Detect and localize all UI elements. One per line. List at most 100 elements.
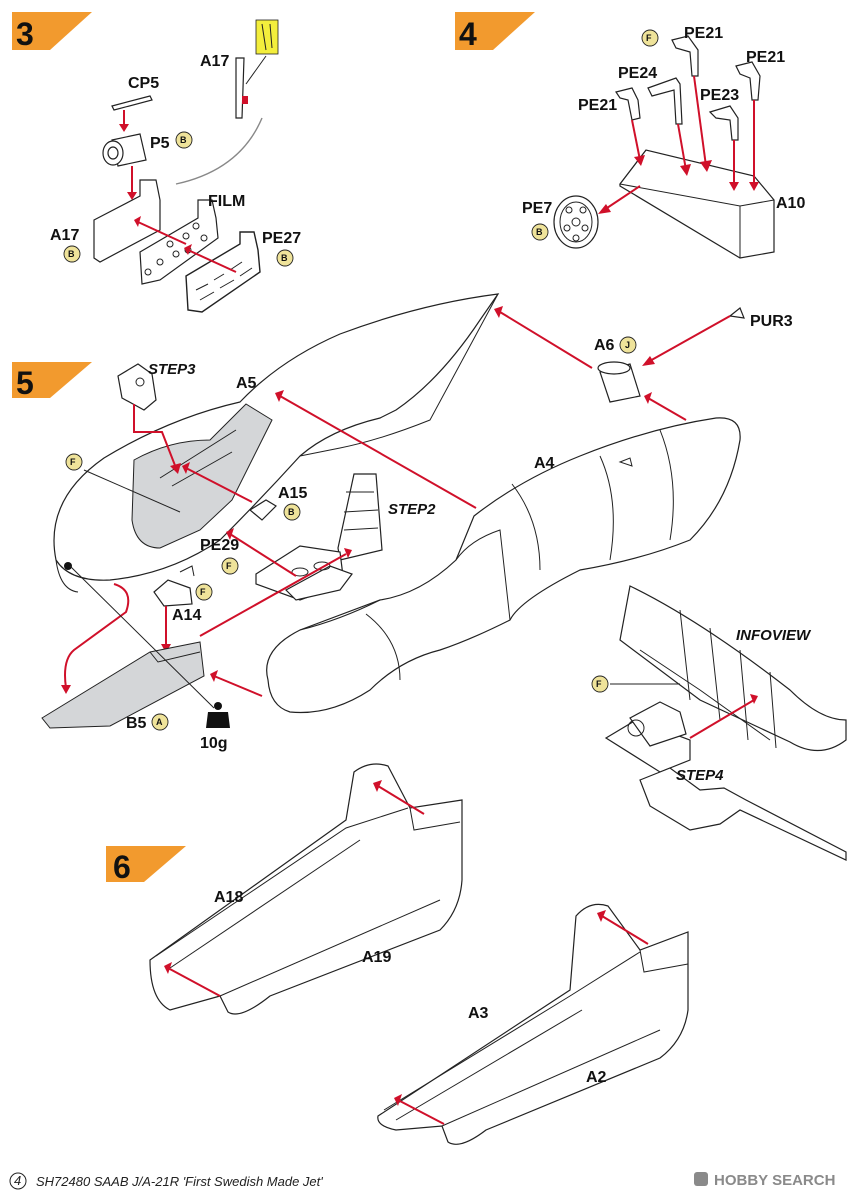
a3-tail-arrow-head (597, 910, 606, 922)
pe24-label: PE24 (618, 65, 657, 82)
page-number: 4 (14, 1173, 21, 1188)
film-arrow (137, 221, 187, 245)
a18-front-arrow-head (164, 962, 172, 974)
a4-arrow-head (210, 670, 218, 682)
weight-icon (206, 702, 230, 728)
step-3-assembly: CP5 P5 B A17 A17 B (50, 19, 301, 313)
step-6-assembly: A18 A19 A3 A2 (149, 763, 689, 1145)
pe21-label-b: PE21 (578, 97, 617, 114)
fuselage-a6-arrow (647, 397, 687, 421)
pe24-arrow (677, 123, 687, 171)
a3-front-arrow-head (394, 1094, 402, 1106)
footer-caption: SH72480 SAAB J/A-21R 'First Swedish Made… (36, 1174, 323, 1189)
pur3-arrow-head (642, 356, 655, 366)
a2-label: A2 (586, 1069, 607, 1086)
b5-floor-part (41, 641, 205, 729)
a4-label: A4 (534, 455, 555, 472)
a10-part (619, 149, 775, 259)
pe21-part-c (735, 61, 761, 101)
a18-a19-part (149, 763, 463, 1015)
cp5-part (111, 95, 153, 111)
svg-text:J: J (625, 340, 630, 350)
pur3-arrow (647, 315, 731, 363)
pe24-part (647, 77, 683, 125)
a17-paint-badge: B (63, 245, 81, 263)
p5-arrow-head (127, 192, 137, 200)
step3-arrow-head (170, 463, 181, 474)
pe29-part (179, 565, 195, 577)
step3-callout-part (117, 363, 157, 411)
pe7-paint-badge: B (531, 223, 549, 241)
a17-label: A17 (50, 227, 79, 244)
svg-text:B: B (180, 135, 187, 145)
step-6-tab-shape (106, 846, 186, 882)
a3-a2-part (377, 903, 689, 1145)
svg-text:F: F (646, 33, 652, 43)
film-arrow-head (134, 216, 141, 227)
a3-tail-arrow (601, 915, 649, 945)
pur3-part (728, 307, 745, 319)
pe21-part-b (615, 87, 641, 121)
svg-text:B: B (536, 227, 543, 237)
a18-tail-arrow (377, 785, 425, 815)
pe24-arrow-head (680, 164, 691, 176)
a18-tail-arrow-head (373, 780, 382, 792)
cockpit-arrow-head (344, 548, 352, 558)
pe7-arrow (603, 185, 641, 211)
a4-fuselage-half (266, 417, 741, 714)
svg-text:F: F (596, 679, 602, 689)
clear-part-marker (255, 19, 279, 55)
a17-top-part (235, 57, 245, 119)
a14-part (153, 579, 193, 607)
step-5-paint-badge: F (65, 453, 83, 471)
pe29-paint-badge: F (221, 557, 239, 575)
a3-front-arrow (397, 1099, 445, 1125)
cp5-label: CP5 (128, 75, 159, 92)
pe27-panel (185, 231, 261, 313)
pe21-b-arrow (631, 119, 641, 161)
pe21-label-c: PE21 (746, 49, 785, 66)
b5-paint-badge: A (151, 713, 169, 731)
footer: 4 SH72480 SAAB J/A-21R 'First Swedish Ma… (9, 1172, 835, 1190)
a10-label: A10 (776, 195, 805, 212)
p5-paint-badge: B (175, 131, 193, 149)
a6-arrow (499, 311, 593, 369)
step-6-tab: 6 (106, 846, 186, 885)
fuselage-a6-arrow-head (644, 392, 652, 404)
b5-label: B5 (126, 715, 147, 732)
step4-arrow (689, 699, 755, 739)
pe27-arrow-head (184, 244, 192, 255)
step-5-tab: 5 (12, 362, 92, 401)
pe21-b-arrow-head (634, 155, 645, 166)
p5-label: P5 (150, 135, 170, 152)
a18-label: A18 (214, 889, 243, 906)
svg-text:F: F (226, 561, 232, 571)
pe7-arrow-head (598, 204, 611, 214)
pe27-paint-badge: B (276, 249, 294, 267)
step-3-tab: 3 (12, 12, 92, 52)
a6-part (597, 361, 641, 403)
pe21-part-a (671, 35, 699, 77)
svg-text:F: F (70, 457, 76, 467)
pe23-arrow-head (729, 182, 739, 191)
step3-arrow (133, 404, 177, 469)
weight-label: 10g (200, 735, 228, 752)
step-5-number: 5 (16, 365, 34, 401)
svg-text:A: A (156, 717, 163, 727)
a5-label: A5 (236, 375, 257, 392)
a5-arrow-head (275, 390, 284, 402)
p5-part (102, 133, 147, 167)
seat-arrow (229, 533, 297, 577)
a3-label: A3 (468, 1005, 489, 1022)
step-4-tab: 4 (455, 12, 535, 52)
step4-arrow-head (750, 694, 758, 704)
step-5-tab-shape (12, 362, 92, 398)
a19-label: A19 (362, 949, 391, 966)
cp5-arrow-head (119, 124, 129, 132)
pe27-label: PE27 (262, 230, 301, 247)
a17-curve (175, 117, 263, 185)
svg-text:B: B (288, 507, 295, 517)
step-4-assembly: F PE21 PE21 PE24 PE21 PE23 A10 (522, 25, 805, 259)
pur3-label: PUR3 (750, 313, 793, 330)
